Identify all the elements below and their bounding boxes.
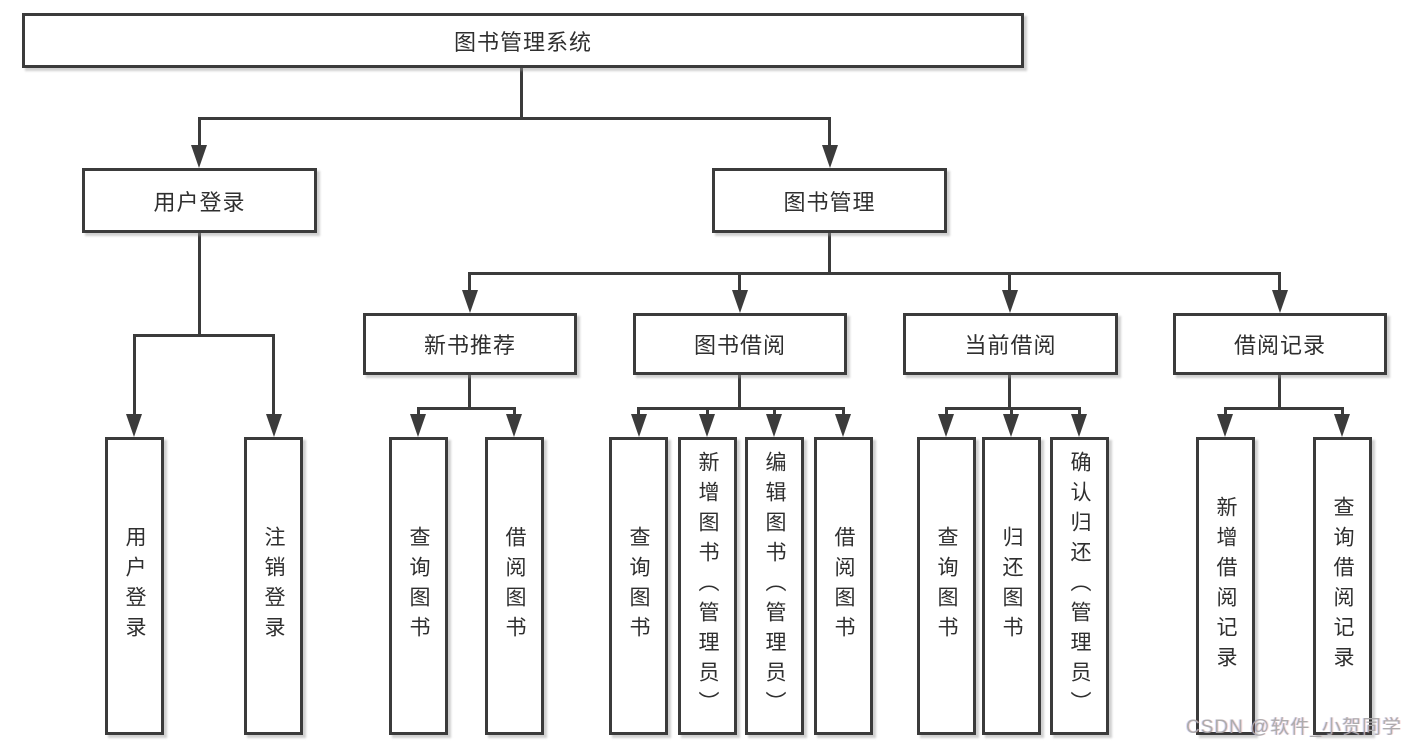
leaf-user-login: 用户登录 [105,437,164,735]
connector-stem [1341,408,1344,414]
connector-stem-book-borrow [738,273,741,290]
connector-new-book-rec-drop [468,375,471,408]
connector-book-borrow-drop [738,375,741,408]
connector-borrow-records-drop [1278,375,1281,408]
arrow-down-icon [1272,290,1288,313]
connector-borrow-records-branch [1224,407,1344,410]
node-new-book-rec: 新书推荐 [363,313,577,375]
connector-stem [637,408,640,414]
connector-user-login-branch [133,334,275,337]
node-current-borrow: 当前借阅 [903,313,1118,375]
arrow-down-icon [266,414,282,437]
connector-level2-branch [468,272,1281,275]
connector-stem-borrow-records [1278,273,1281,290]
connector-stem-leaf-user-login [133,335,136,414]
arrow-down-icon [1071,414,1087,437]
csdn-watermark: CSDN @软件_小贺同学 [1186,717,1402,738]
node-book-borrow: 图书借阅 [633,313,847,375]
leaf-edit-book-admin: 编辑图书（管理员） [745,437,804,735]
leaf-logout: 注销登录 [244,437,303,735]
connector-stem-current-borrow [1008,273,1011,290]
arrow-down-icon [1003,414,1019,437]
arrow-down-icon [699,414,715,437]
arrow-down-icon [462,290,478,313]
connector-level1-branch [198,117,831,120]
arrow-down-icon [732,290,748,313]
connector-user-login-drop [198,233,201,335]
node-book-mgmt: 图书管理 [712,168,947,233]
arrow-down-icon [1002,290,1018,313]
connector-stem [945,408,948,414]
connector-stem-leaf-logout [272,335,275,414]
connector-stem [706,408,709,414]
connector-stem-user-login [198,118,201,145]
connector-current-borrow-drop [1008,375,1011,408]
connector-stem [513,408,516,414]
leaf-query-borrow-record: 查询借阅记录 [1313,437,1372,735]
arrow-down-icon [938,414,954,437]
arrow-down-icon [506,414,522,437]
arrow-down-icon [410,414,426,437]
arrow-down-icon [631,414,647,437]
connector-stem [1010,408,1013,414]
leaf-query-books-1: 查询图书 [389,437,448,735]
connector-stem [417,408,420,414]
connector-book-mgmt-drop [828,233,831,273]
connector-stem-new-book-rec [468,273,471,290]
connector-stem [1224,408,1227,414]
connector-new-book-rec-branch [417,407,516,410]
arrow-down-icon [835,414,851,437]
leaf-query-books-3: 查询图书 [917,437,976,735]
arrow-down-icon [1334,414,1350,437]
node-root: 图书管理系统 [22,13,1024,68]
arrow-down-icon [191,145,207,168]
connector-root-drop [520,68,523,118]
leaf-add-borrow-record: 新增借阅记录 [1196,437,1255,735]
leaf-borrow-books-2: 借阅图书 [814,437,873,735]
connector-stem [773,408,776,414]
connector-stem [1078,408,1081,414]
arrow-down-icon [1217,414,1233,437]
node-user-login: 用户登录 [82,168,317,233]
arrow-down-icon [822,145,838,168]
leaf-confirm-return-admin: 确认归还（管理员） [1050,437,1109,735]
leaf-borrow-books-1: 借阅图书 [485,437,544,735]
connector-book-borrow-branch [637,407,845,410]
leaf-return-books: 归还图书 [982,437,1041,735]
arrow-down-icon [126,414,142,437]
leaf-add-book-admin: 新增图书（管理员） [678,437,737,735]
connector-current-borrow-branch [945,407,1081,410]
node-borrow-records: 借阅记录 [1173,313,1387,375]
arrow-down-icon [766,414,782,437]
connector-stem [842,408,845,414]
connector-stem-book-mgmt [828,118,831,145]
leaf-query-books-2: 查询图书 [609,437,668,735]
